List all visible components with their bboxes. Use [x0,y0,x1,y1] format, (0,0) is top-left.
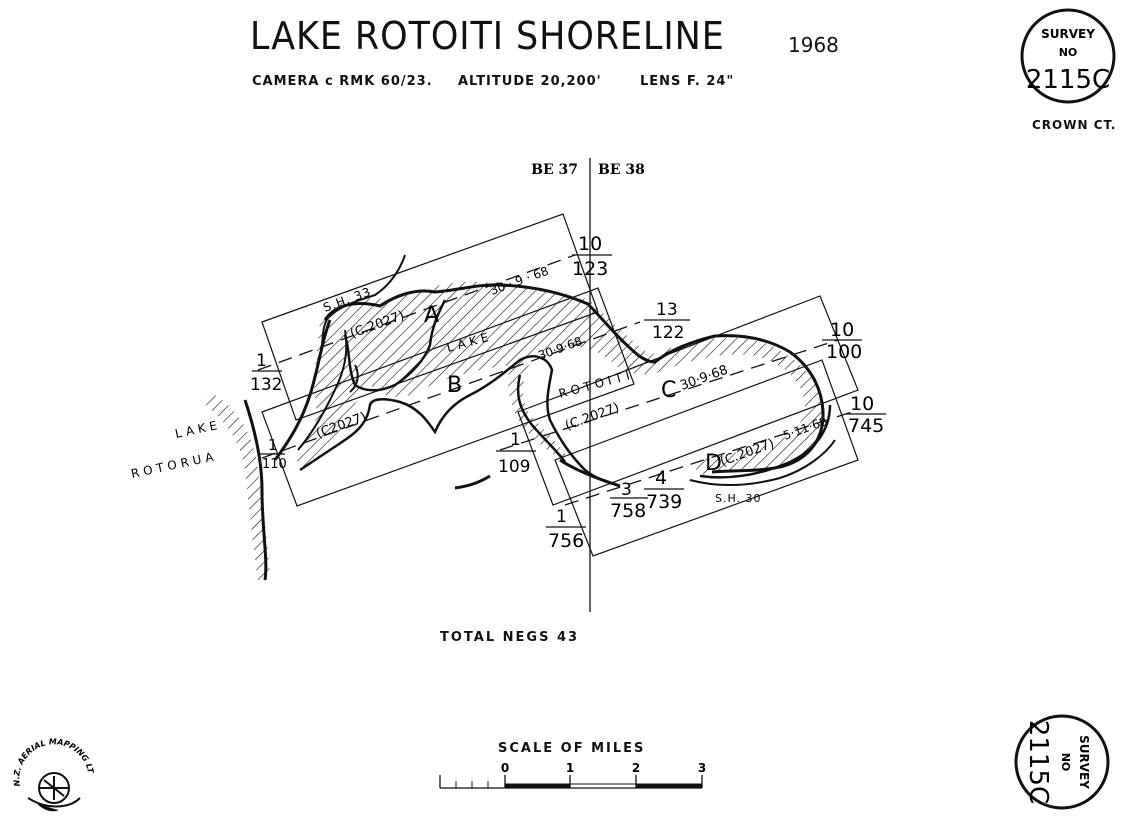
east-shore [699,404,832,479]
strip-c-start-num: 1 [510,430,521,450]
strip-c-end-num: 10 [830,319,854,341]
highway-30-road [689,439,836,487]
highway-33-road [317,254,406,361]
coverage-strip-d [554,359,859,557]
survey-year: 1968 [788,33,839,57]
flight-line-a [257,254,576,371]
seal-bottom-line2: NO [1059,753,1072,772]
sheet-label-left: BE 37 [531,162,578,178]
inner-shore-east [516,374,567,463]
sheet-label-right: BE 38 [598,162,645,178]
outlet-stream [454,474,491,490]
west-inlet [297,329,348,451]
flight-line-d [564,409,859,506]
scale-tick-2: 2 [632,761,640,775]
strip-b-end-den: 122 [652,323,684,343]
strip-c-camera: (C.2027) [563,400,621,433]
seal-top-line2: NO [1059,46,1078,59]
strip-c-start-den: 109 [498,457,530,477]
seal-top-line1: SURVEY [1041,27,1095,41]
strip-d-letter: D [705,451,722,476]
scale-tick-1: 1 [566,761,574,775]
company-logo-icon: N.Z. AERIAL MAPPING LTD [8,738,95,812]
strip-d-end-den: 745 [848,415,884,437]
lake-rotorua-shore [243,399,268,581]
lake-rotoiti-label-2: ROTOITI [557,367,635,400]
strip-c-end-den: 100 [826,341,862,363]
strip-a-letter: A [424,303,439,328]
lake-rotorua-label-1: LAKE [174,418,223,441]
crown-copyright: CROWN CT. [1032,118,1117,132]
strip-b-start-den: 110 [262,457,287,472]
survey-seal-bottom: SURVEY NO 2115C [1014,714,1110,810]
strip-a-start-den: 132 [250,375,282,395]
logo-arc-text: N.Z. AERIAL MAPPING LTD [8,738,95,787]
islet-shore [349,364,359,393]
strip-d-end-num: 10 [850,393,874,415]
lake-rotorua-label-2: ROTORUA [130,449,219,481]
strip-d-start-den: 756 [548,530,584,552]
strip-d-start-num: 1 [556,507,567,527]
strip-b-start-num: 1 [268,436,278,454]
lens-spec: LENS F. 24" [640,74,735,89]
strip-a-start-num: 1 [256,351,267,371]
seal-top-number: 2115C [1026,65,1110,95]
strip-b-letter: B [447,373,462,398]
altitude-spec: ALTITUDE 20,200' [458,74,602,89]
seal-bottom-number: 2115C [1023,720,1053,804]
flight-line-b [261,321,641,459]
strip-a-end-den: 123 [572,258,608,280]
camera-spec: CAMERA c RMK 60/23. [252,74,433,89]
frame-3-num: 3 [621,480,632,500]
seal-bottom-line1: SURVEY [1077,735,1091,789]
frame-4-den: 739 [646,491,682,513]
scale-tick-3: 3 [698,761,706,775]
frame-4-num: 4 [655,467,667,489]
strip-c-date: 30·9·68 [678,363,730,394]
highway-30-label: S.H. 30 [715,492,762,505]
strip-b-end-num: 13 [656,300,678,320]
strip-a-end-num: 10 [578,233,602,255]
survey-seal-top: SURVEY NO 2115C [1020,8,1116,104]
coverage-strip-b [261,287,635,507]
west-road [273,319,332,461]
scale-bar [439,775,703,789]
coverage-strip-a [261,213,599,421]
strip-c-letter: C [661,378,676,403]
frame-3-den: 758 [610,500,646,522]
total-negatives: TOTAL NEGS 43 [440,630,580,645]
scale-tick-0: 0 [501,761,509,775]
flight-line-c [499,339,839,451]
map-title: LAKE ROTOITI SHORELINE [250,14,725,58]
east-stream [559,458,621,488]
lake-rotorua-hatch [200,395,270,580]
lake-rotoiti-hatch [295,281,826,475]
scale-title: SCALE OF MILES [498,741,646,756]
coverage-strip-c [517,295,859,506]
south-shore [299,355,616,486]
